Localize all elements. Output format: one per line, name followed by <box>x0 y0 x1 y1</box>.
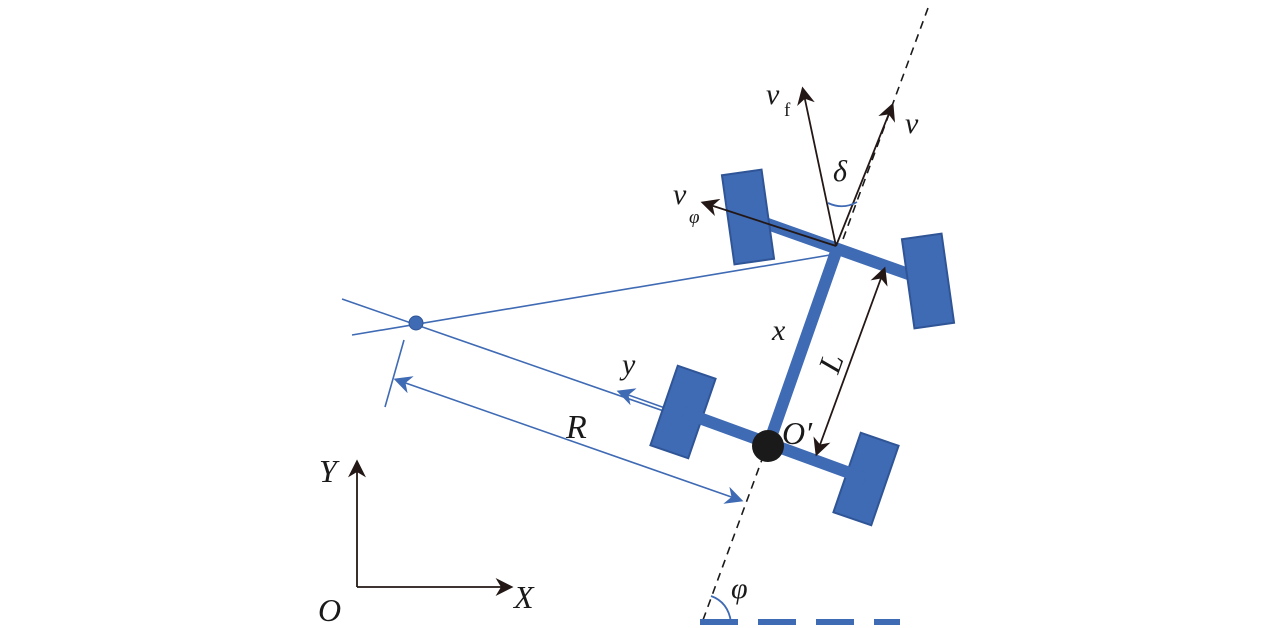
label-y-axis: y <box>619 348 636 381</box>
label-R: R <box>565 409 587 446</box>
y-axis-arrow <box>616 388 666 409</box>
label-x-axis: x <box>771 314 786 347</box>
label-vphi-subscript: φ <box>689 207 700 228</box>
wheelbase-dimension-arrow <box>813 266 888 457</box>
label-L: L <box>810 348 850 378</box>
steering-angle-arc <box>827 201 858 208</box>
label-delta: δ <box>833 155 848 188</box>
heading-angle-arc <box>710 595 732 623</box>
turning-line-front <box>351 253 837 336</box>
velocity-v-arrow <box>835 102 896 247</box>
instant-center-point <box>408 315 424 331</box>
label-X: X <box>512 579 535 615</box>
velocity-vf-arrow <box>797 86 837 247</box>
label-O-prime: O′ <box>782 415 813 451</box>
label-O: O <box>318 592 341 628</box>
label-phi: φ <box>731 572 748 605</box>
velocity-vphi-arrow <box>700 198 837 247</box>
label-Y: Y <box>319 453 340 489</box>
label-vf-subscript: f <box>784 100 791 121</box>
label-vf: v <box>766 78 780 111</box>
front-right-wheel <box>900 232 956 330</box>
rear-axle-center-point <box>752 430 784 462</box>
label-v: v <box>905 107 919 140</box>
radius-dimension-arrow <box>393 376 744 504</box>
radius-extension-line <box>384 339 405 408</box>
label-vphi: v <box>673 178 687 211</box>
